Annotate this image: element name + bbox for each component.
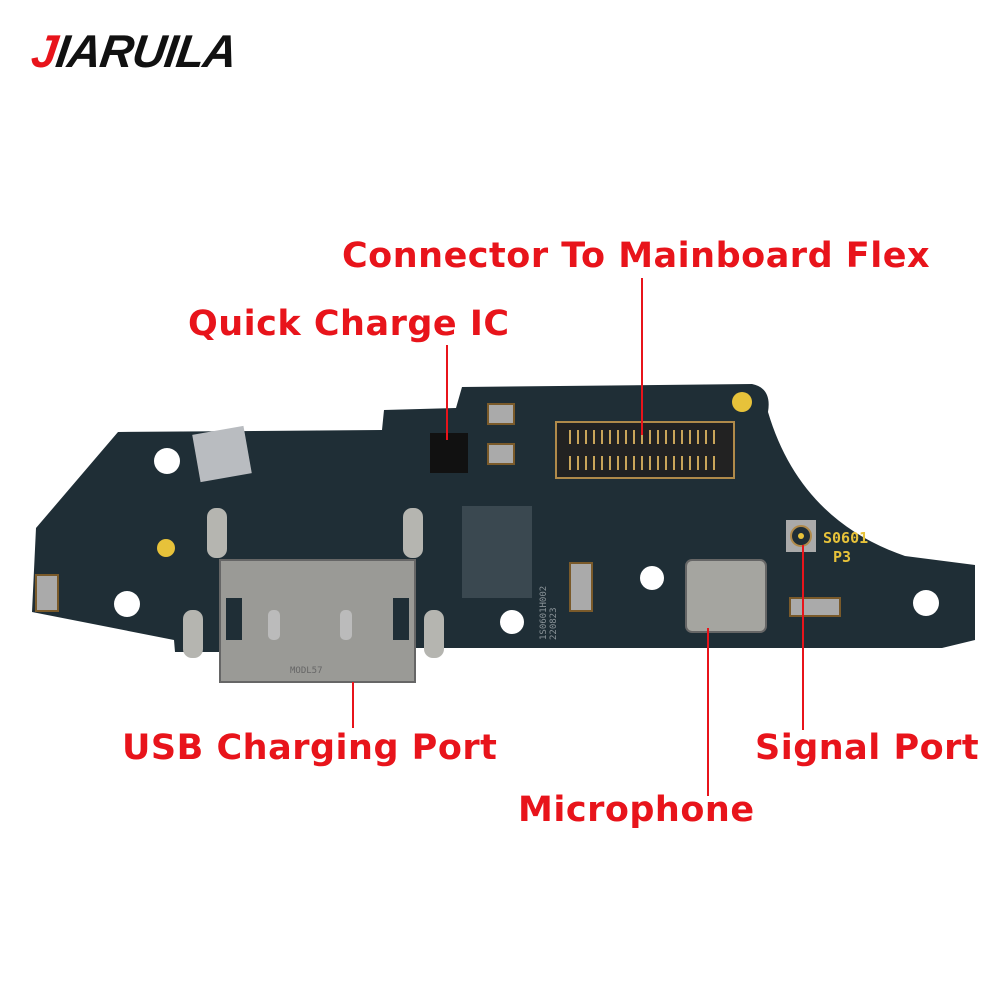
signal-pointer [802,545,804,730]
date-code: 220823 [549,607,559,640]
quick-charge-ic [430,433,468,473]
mainboard-connector [555,421,735,479]
silkscreen-model: S0601 [823,529,868,547]
silkscreen-rev: P3 [833,548,851,566]
label-connector: Connector To Mainboard Flex [342,236,931,276]
connector-pointer [641,278,643,435]
part-code: 1S0601H002 [539,586,549,640]
microphone-can [685,559,767,633]
usb-pointer [352,682,354,728]
label-usb: USB Charging Port [122,728,498,768]
shield-sticker [192,425,252,483]
datamatrix-code [462,506,532,598]
label-microphone: Microphone [518,790,755,830]
usb-marking: MODL57 [290,666,323,676]
signal-port-connector [786,520,816,552]
label-quick-charge: Quick Charge IC [188,304,510,344]
quick-charge-pointer [446,345,448,440]
usb-port [219,559,416,683]
microphone-pointer [707,628,709,796]
label-signal: Signal Port [755,728,980,768]
